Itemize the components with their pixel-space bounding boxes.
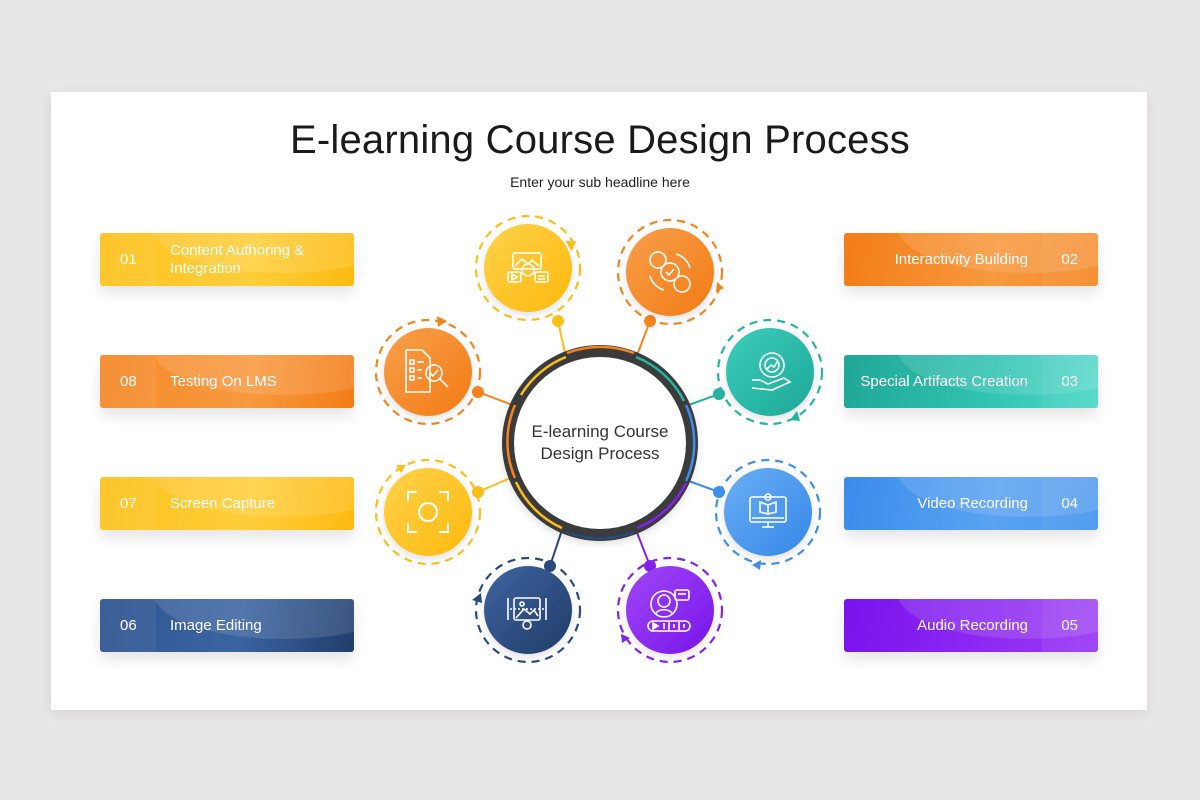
step-node-02 — [616, 218, 724, 326]
interactivity-users-icon — [649, 251, 691, 293]
step-number: 02 — [1061, 251, 1078, 268]
page-title: E-learning Course Design Process — [289, 118, 910, 162]
step-node-06 — [472, 556, 582, 664]
step-card-07[interactable]: 07 Screen Capture — [100, 477, 354, 530]
step-node-07 — [374, 458, 482, 566]
step-label: Audio Recording — [917, 616, 1028, 634]
step-card-02[interactable]: Interactivity Building 02 — [844, 233, 1098, 286]
content-authoring-icon — [507, 252, 549, 283]
step-label: Special Artifacts Creation — [860, 372, 1028, 390]
step-node-08 — [374, 316, 482, 426]
hub-arcs — [506, 345, 696, 540]
step-number: 03 — [1061, 373, 1078, 390]
screen-capture-icon — [407, 491, 449, 533]
step-label: Screen Capture — [170, 494, 276, 512]
step-card-01[interactable]: 01 Content Authoring & Integration — [100, 233, 354, 286]
step-label: Content Authoring & Integration — [170, 241, 305, 277]
step-node-05 — [616, 556, 724, 664]
step-card-08[interactable]: 08 Testing On LMS — [100, 355, 354, 408]
hub-label: E-learning Course Design Process — [510, 421, 690, 465]
step-card-06[interactable]: 06 Image Editing — [100, 599, 354, 652]
document-search-check-icon — [405, 349, 449, 393]
step-card-03[interactable]: Special Artifacts Creation 03 — [844, 355, 1098, 408]
step-number: 04 — [1061, 495, 1078, 512]
step-label: Image Editing — [170, 616, 262, 634]
step-card-04[interactable]: Video Recording 04 — [844, 477, 1098, 530]
hand-gear-growth-icon — [751, 352, 792, 391]
page-subtitle: Enter your sub headline here — [510, 174, 690, 190]
hub — [502, 345, 698, 541]
step-label: Interactivity Building — [894, 250, 1028, 268]
speaker-audio-wave-icon — [647, 589, 691, 632]
hub-label-line1: E-learning Course — [531, 422, 669, 441]
step-label: Video Recording — [917, 494, 1028, 512]
hub-label-line2: Design Process — [540, 444, 660, 463]
step-number: 05 — [1061, 617, 1078, 634]
step-label: Testing On LMS — [170, 372, 277, 390]
monitor-video-lesson-icon — [749, 493, 787, 528]
step-number: 07 — [120, 495, 137, 512]
step-node-04 — [714, 458, 822, 570]
step-number: 06 — [120, 617, 137, 634]
step-number: 01 — [120, 251, 137, 268]
step-node-01 — [474, 214, 582, 322]
step-node-03 — [716, 318, 824, 426]
step-number: 08 — [120, 373, 137, 390]
image-edit-icon — [507, 597, 547, 630]
step-card-05[interactable]: Audio Recording 05 — [844, 599, 1098, 652]
